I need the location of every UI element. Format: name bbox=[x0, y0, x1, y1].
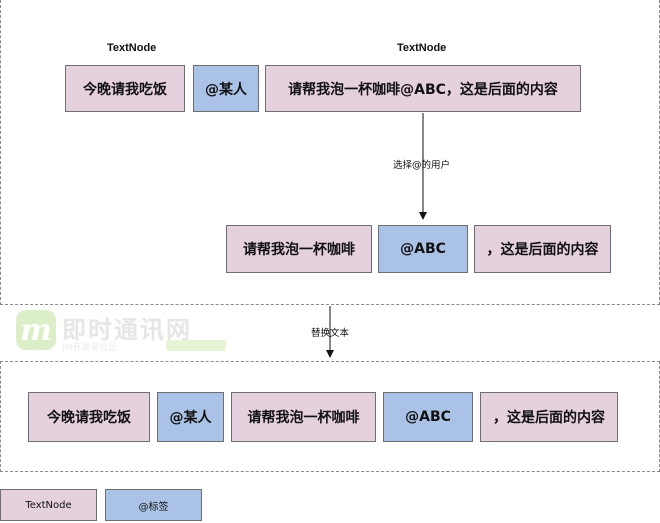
result-text-a: 今晚请我吃饭 bbox=[28, 392, 150, 442]
result-text-c: ，这是后面的内容 bbox=[480, 392, 618, 442]
watermark-badge bbox=[166, 340, 226, 351]
result-mention-abc: @ABC bbox=[383, 392, 473, 442]
split-text-after: ，这是后面的内容 bbox=[474, 225, 611, 273]
textnode-box-a: 今晚请我吃饭 bbox=[65, 65, 185, 112]
textnode-header-left: TextNode bbox=[107, 42, 157, 54]
legend-tag-label: @标签 bbox=[138, 501, 169, 513]
watermark-logo: m bbox=[16, 310, 56, 350]
result-text-a-label: 今晚请我吃饭 bbox=[47, 410, 131, 426]
watermark-subtitle: IM开发者社区 bbox=[62, 343, 118, 353]
result-mention-someone: @某人 bbox=[157, 392, 224, 442]
mention-box-someone: @某人 bbox=[193, 65, 259, 112]
result-text-b-label: 请帮我泡一杯咖啡 bbox=[247, 410, 360, 426]
legend-textnode: TextNode bbox=[0, 489, 97, 521]
mention-box-someone-label: @某人 bbox=[205, 81, 247, 98]
split-text-before: 请帮我泡一杯咖啡 bbox=[226, 225, 372, 273]
legend-textnode-label: TextNode bbox=[25, 499, 72, 511]
split-mention-abc: @ABC bbox=[378, 225, 468, 273]
result-mention-someone-label: @某人 bbox=[169, 410, 212, 426]
textnode-box-b-label: 请帮我泡一杯咖啡@ABC，这是后面的内容 bbox=[288, 81, 558, 98]
legend-tag: @标签 bbox=[105, 489, 202, 521]
split-text-after-label: ，这是后面的内容 bbox=[486, 242, 599, 258]
result-mention-abc-label: @ABC bbox=[405, 409, 451, 425]
textnode-header-right: TextNode bbox=[397, 42, 447, 54]
result-text-b: 请帮我泡一杯咖啡 bbox=[231, 392, 376, 442]
textnode-box-a-label: 今晚请我吃饭 bbox=[83, 81, 167, 98]
result-text-c-label: ，这是后面的内容 bbox=[493, 410, 605, 426]
select-user-label: 选择@的用户 bbox=[393, 160, 451, 171]
watermark: m 即时通讯网 IM开发者社区 bbox=[16, 310, 226, 358]
split-mention-abc-label: @ABC bbox=[400, 241, 446, 257]
textnode-box-b: 请帮我泡一杯咖啡@ABC，这是后面的内容 bbox=[265, 65, 581, 112]
split-text-before-label: 请帮我泡一杯咖啡 bbox=[243, 242, 355, 258]
watermark-title: 即时通讯网 bbox=[62, 316, 192, 344]
